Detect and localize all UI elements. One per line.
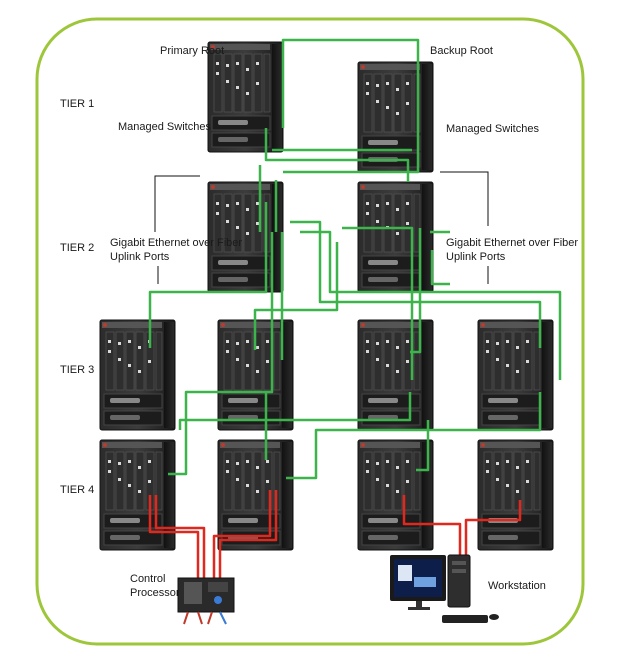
tier1-label: TIER 1 [60,98,95,110]
gigabit-left-label: Gigabit Ethernet over Fiber Uplink Ports [110,237,243,263]
workstation-label: Workstation [488,580,546,592]
gigabit-right-label: Gigabit Ethernet over Fiber Uplink Ports [446,237,579,263]
tier3-label: TIER 3 [60,364,95,376]
switch-tier4-2 [217,439,294,551]
switch-tier3-3 [357,319,434,431]
fiber-uplinks [148,38,562,480]
switch-tier1-backup [357,61,434,173]
frame-border [35,17,585,646]
managed-switches-right-label: Managed Switches [446,123,539,135]
switch-tier3-4 [477,319,554,431]
primary-root-label: Primary Root [160,45,225,57]
workstation-computer-icon [390,554,499,623]
switch-tier4-1 [99,439,176,551]
copper-links [148,490,522,580]
backup-root-label: Backup Root [430,45,493,57]
control-processor-label: Control Processor [130,573,180,599]
tier2-label: TIER 2 [60,242,95,254]
tier4-label: TIER 4 [60,484,95,496]
switch-tier3-1 [99,319,176,431]
switch-tier1-primary [207,41,284,153]
leader-lines [154,171,489,284]
switch-tier2-right [357,181,434,293]
switch-tier4-3 [357,439,434,551]
managed-switches-left-label: Managed Switches [118,121,211,133]
control-processor-icon [177,577,235,625]
switch-tier4-4 [477,439,554,551]
